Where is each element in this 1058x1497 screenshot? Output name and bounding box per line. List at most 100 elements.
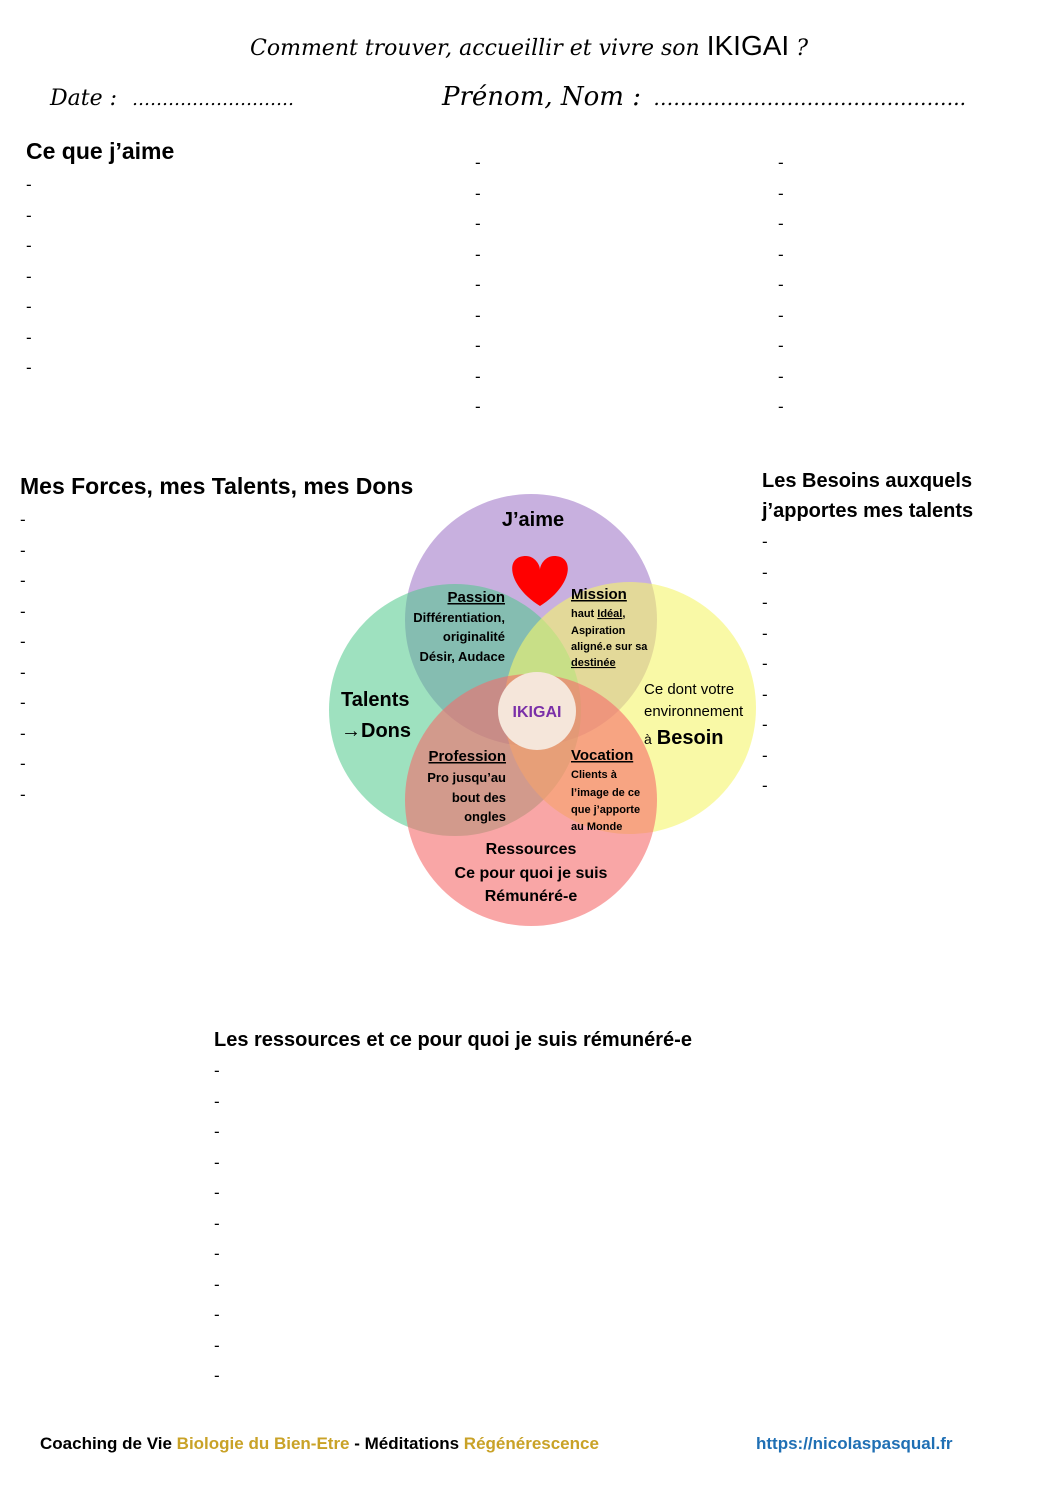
footer-part4: Régénérescence: [463, 1434, 599, 1453]
list-item: -: [778, 244, 784, 264]
list-item: -: [26, 205, 32, 225]
list-item: -: [20, 662, 26, 682]
profession-line3: ongles: [464, 809, 506, 824]
list-item: -: [762, 532, 768, 551]
title-prefix: Comment trouver, accueillir et vivre son: [250, 36, 700, 61]
list-item: -: [475, 336, 481, 355]
page-title: Comment trouver, accueillir et vivre son…: [0, 30, 1058, 62]
list-item: -: [20, 693, 26, 712]
list-item: -: [20, 540, 26, 560]
profession-line1: Pro jusqu’au: [427, 770, 506, 785]
date-field[interactable]: Date : ………………………: [50, 86, 294, 111]
list-item: -: [475, 397, 481, 416]
talents-list: ----------: [20, 505, 26, 810]
passion-line3: Désir, Audace: [419, 649, 505, 664]
label-ikigai: IKIGAI: [513, 704, 562, 721]
name-label: Prénom, Nom :: [442, 82, 641, 112]
list-item: -: [214, 1213, 220, 1233]
mission-line4: destinée: [571, 657, 616, 669]
list-item: -: [214, 1091, 220, 1111]
list-item: -: [762, 684, 768, 704]
list-item: -: [778, 397, 784, 416]
list-item: -: [214, 1152, 220, 1172]
passion-line1: Différentiation,: [413, 610, 505, 625]
list-item: -: [214, 1274, 220, 1294]
list-item: -: [20, 632, 26, 651]
list-item: -: [475, 153, 481, 172]
list-item: -: [20, 571, 26, 590]
list-item: -: [475, 275, 481, 294]
list-item: -: [778, 183, 784, 203]
vocation-line3: que j’apporte: [571, 804, 640, 816]
name-dots: ………………………………………..: [653, 86, 966, 110]
footer-part3: - Méditations: [349, 1434, 464, 1453]
list-item: -: [20, 784, 26, 804]
list-item: -: [26, 236, 32, 255]
resources-heading: Les ressources et ce pour quoi je suis r…: [214, 1029, 692, 1051]
label-passion: Passion: [447, 589, 505, 606]
mission-line1: haut Idéal,: [571, 608, 625, 620]
besoin-line1: Ce dont votre: [644, 681, 734, 698]
list-item: -: [214, 1122, 220, 1141]
talents-heading: Mes Forces, mes Talents, mes Dons: [20, 473, 414, 499]
love-list-col1: -------: [26, 170, 32, 384]
love-list-col3: - - - - - - - - -: [778, 148, 784, 423]
vocation-line2: l’image de ce: [571, 787, 640, 799]
list-item: -: [214, 1244, 220, 1263]
profession-line2: bout des: [452, 790, 506, 805]
list-item: -: [20, 723, 26, 743]
label-dons: →Dons: [341, 720, 411, 742]
heart-icon: [512, 556, 568, 606]
list-item: -: [762, 623, 768, 643]
list-item: -: [26, 358, 32, 377]
list-item: -: [475, 305, 481, 325]
list-item: -: [778, 305, 784, 325]
mission-line3: aligné.e sur sa: [571, 641, 648, 653]
footer-text: Coaching de Vie Biologie du Bien-Etre - …: [40, 1434, 599, 1454]
list-item: -: [778, 214, 784, 233]
vocation-line4: au Monde: [571, 821, 622, 833]
list-item: -: [214, 1183, 220, 1202]
label-mission: Mission: [571, 586, 627, 603]
date-label: Date :: [50, 86, 118, 111]
list-item: -: [20, 601, 26, 621]
mission-line2: Aspiration: [571, 625, 626, 637]
list-item: -: [475, 244, 481, 264]
list-item: -: [214, 1366, 220, 1385]
needs-list: ---------: [762, 527, 768, 802]
list-item: -: [214, 1305, 220, 1324]
list-item: -: [778, 153, 784, 172]
needs-heading-line2: j’apportes mes talents: [762, 500, 974, 522]
circle-ressources: [405, 674, 657, 926]
list-item: -: [475, 366, 481, 386]
list-item: -: [26, 175, 32, 194]
list-item: -: [762, 715, 768, 734]
besoin-line2: environnement: [644, 703, 744, 720]
title-ikigai: IKIGAI: [706, 30, 790, 61]
list-item: -: [475, 183, 481, 203]
list-item: -: [778, 366, 784, 386]
footer-url-link[interactable]: https://nicolaspasqual.fr: [756, 1434, 953, 1453]
list-item: -: [778, 336, 784, 355]
list-item: -: [762, 654, 768, 673]
list-item: -: [762, 776, 768, 795]
ressources-line1: Ressources: [486, 841, 577, 858]
label-profession: Profession: [428, 748, 506, 765]
title-suffix: ?: [796, 36, 808, 61]
label-vocation: Vocation: [571, 747, 633, 764]
list-item: -: [214, 1335, 220, 1355]
ressources-line3: Rémunéré-e: [485, 888, 578, 905]
needs-heading: Les Besoins auxquels j’apportes mes tale…: [762, 466, 973, 526]
label-talents: Talents: [341, 689, 410, 711]
name-field[interactable]: Prénom, Nom : ………………………………………..: [442, 82, 966, 112]
date-dots: ………………………: [132, 89, 295, 110]
vocation-line1: Clients à: [571, 769, 618, 781]
list-item: -: [762, 745, 768, 765]
list-item: -: [214, 1061, 220, 1080]
list-item: -: [762, 593, 768, 612]
love-heading: Ce que j’aime: [26, 138, 175, 164]
label-jaime: J’aime: [502, 509, 564, 531]
list-item: -: [778, 275, 784, 294]
love-list-col2: ---------: [475, 148, 481, 423]
ikigai-center-circle: [498, 672, 576, 750]
